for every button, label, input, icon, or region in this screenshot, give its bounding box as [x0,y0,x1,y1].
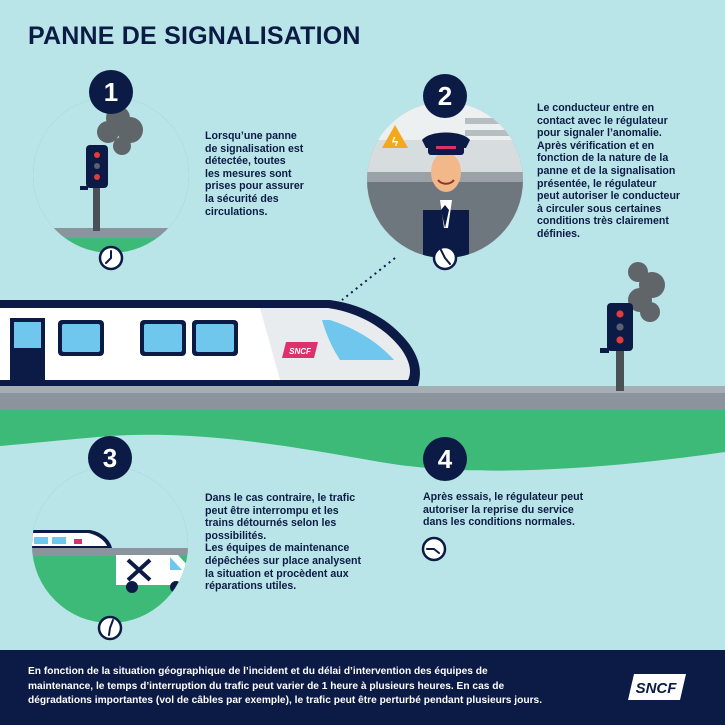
illustration-scene: SNCF [0,70,725,641]
step-2-description: Le conducteur entre en contact avec le r… [537,102,681,240]
dotted-connector [341,257,396,301]
train-logo: SNCF [289,347,312,356]
step-number-1: 1 [104,77,118,107]
clock-icon [97,615,123,641]
green-hill [0,410,725,471]
step-badge-3: 3 [88,436,132,480]
step-3-description: Dans le cas contraire, le trafic peut êt… [205,492,362,593]
right-signal-post [600,262,665,391]
clock-icon [432,245,458,271]
step-badge-1: 1 [89,70,133,114]
page-title: PANNE DE SIGNALISATION [28,22,361,50]
step-1-description: Lorsqu’une panne de signalisation est dé… [205,130,304,218]
step-4-description: Après essais, le régulateur peut autoris… [423,491,584,529]
sncf-logo-text: SNCF [636,680,678,697]
sncf-logo: SNCF [628,674,686,700]
footer-note: En fonction de la situation géographique… [28,666,543,706]
svg-text:ϟ: ϟ [392,135,399,149]
clock-icon [98,245,124,271]
circle-step-3 [32,467,188,623]
railway-track [0,386,725,410]
step-badge-4: 4 [423,437,467,481]
step-number-4: 4 [438,444,453,474]
footer-bar [0,650,725,725]
step-badge-2: 2 [423,74,467,118]
clock-icon [421,536,447,562]
step-number-3: 3 [103,443,117,473]
circle-step-1 [33,97,189,253]
main-train: SNCF [0,300,420,386]
circle-step-2: ϟ [367,102,523,258]
step-number-2: 2 [438,81,452,111]
